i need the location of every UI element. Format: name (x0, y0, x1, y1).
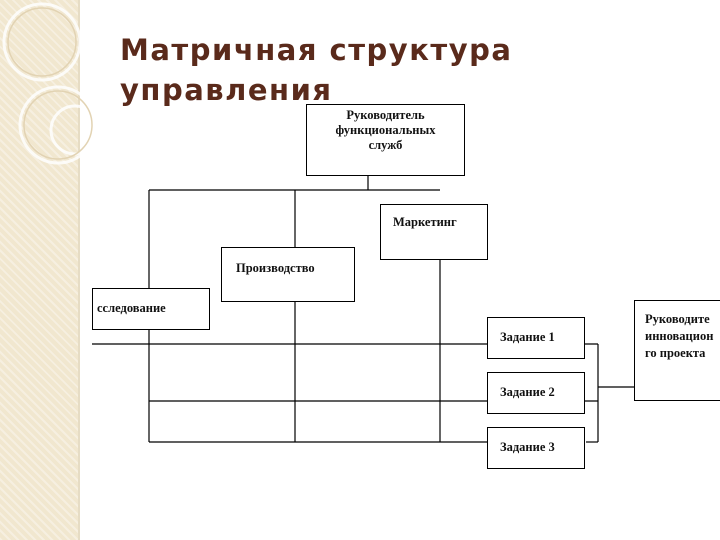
department-production-box: Производство (221, 247, 355, 302)
task-3-box: Задание 3 (487, 427, 585, 469)
department-marketing-box: Маркетинг (380, 204, 488, 260)
project-manager-label: Руководите инновацион го проекта (645, 311, 720, 362)
project-manager-box: Руководите инновацион го проекта (634, 300, 720, 401)
task-1-box: Задание 1 (487, 317, 585, 359)
department-research-box: сследование (92, 288, 210, 330)
task-label: Задание 1 (500, 330, 584, 345)
head-label: Руководитель функциональных служб (307, 108, 464, 153)
task-2-box: Задание 2 (487, 372, 585, 414)
department-label: сследование (97, 301, 209, 316)
head-functional-services-box: Руководитель функциональных служб (306, 104, 465, 176)
department-label: Производство (236, 261, 354, 276)
department-label: Маркетинг (393, 215, 487, 230)
task-label: Задание 2 (500, 385, 584, 400)
task-label: Задание 3 (500, 440, 584, 455)
